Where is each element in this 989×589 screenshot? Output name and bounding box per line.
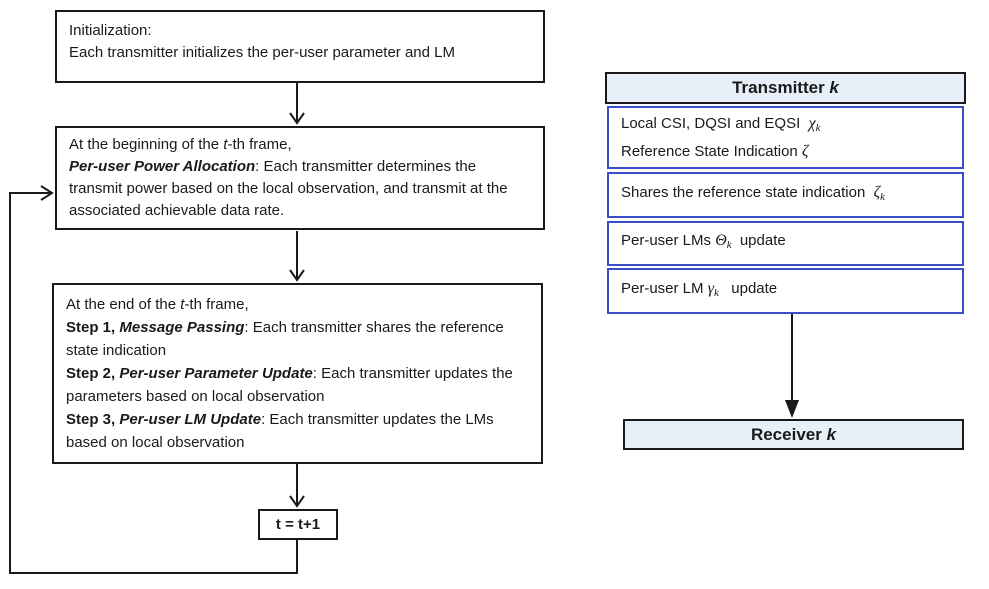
text-line: Local CSI, DQSI and EQSI χk — [621, 114, 821, 134]
text-line: Step 2, Per-user Parameter Update: Each … — [66, 365, 513, 405]
text-line: Step 3, Per-user LM Update: Each transmi… — [66, 411, 494, 451]
text-line: Each transmitter initializes the per-use… — [69, 44, 456, 61]
text-line: Per-user Power Allocation: Each transmit… — [69, 158, 508, 219]
transmitter-row-observation: Local CSI, DQSI and EQSI χk Reference Sta… — [607, 106, 964, 169]
text-line: Transmitter k — [732, 78, 839, 97]
text-line: Per-user LM γk update — [621, 279, 778, 299]
text-line: Step 1, Message Passing: Each transmitte… — [66, 319, 504, 359]
arrow-power-to-end — [289, 231, 305, 282]
loopback-connector — [9, 185, 298, 574]
transmitter-row-share-indication: Shares the reference state indication ζk — [607, 172, 964, 218]
power-allocation-box: At the beginning of the t-th frame, Per-u… — [55, 126, 545, 230]
arrowhead-receiver — [785, 400, 799, 418]
text-line: t = t+1 — [275, 516, 321, 533]
text-line: Initialization: — [69, 22, 152, 39]
arrow-end-to-increment — [289, 464, 305, 508]
increment-box: t = t+1 — [258, 509, 338, 540]
transmitter-row-lm-update: Per-user LM γk update — [607, 268, 964, 314]
text-line: Per-user LMs Θk update — [621, 232, 786, 252]
text-line: Shares the reference state indication ζk — [621, 183, 885, 203]
frame-end-steps-box: At the end of the t-th frame, Step 1, Mes… — [52, 283, 543, 464]
arrow-init-to-power — [289, 83, 305, 125]
text-line: Reference State Indication ζ — [621, 143, 809, 160]
text-line: At the end of the t-th frame, — [66, 296, 249, 313]
text-line: Receiver k — [750, 424, 837, 444]
init-box: Initialization: Each transmitter initiali… — [55, 10, 545, 83]
text-line: At the beginning of the t-th frame, — [69, 136, 292, 153]
transmitter-row-lms-update: Per-user LMs Θk update — [607, 221, 964, 266]
transmitter-header: Transmitter k — [605, 72, 966, 104]
receiver-box: Receiver k — [623, 419, 964, 450]
